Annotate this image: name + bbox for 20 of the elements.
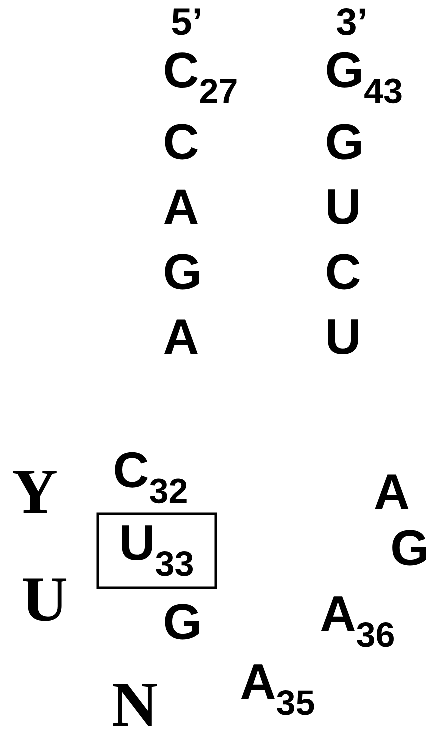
- nucleotide-label: G: [165, 254, 199, 290]
- nucleotide-label: C: [165, 124, 198, 160]
- boxed-nucleotide: U$_{33}$: [96, 512, 218, 590]
- nucleotide-label: A: [164, 320, 198, 354]
- symbol-label: N: [113, 684, 158, 726]
- nucleotide-label: C: [327, 254, 360, 290]
- nucleotide-label: G: [327, 124, 361, 160]
- strand-end-label: 3’: [337, 8, 366, 36]
- strand-end-label: 5’: [172, 8, 200, 36]
- symbol-label: U: [24, 578, 67, 622]
- nucleotide-label: G$_{43}$: [327, 52, 402, 104]
- nucleotide-label: A: [375, 474, 409, 510]
- nucleotide-label: G: [392, 530, 426, 566]
- symbol-label: Y: [13, 471, 57, 513]
- nucleotide-label: A: [164, 190, 198, 224]
- nucleotide-label: A$_{35}$: [241, 664, 314, 716]
- nucleotide-label: C$_{27}$: [165, 52, 237, 104]
- nucleotide-label: A$_{36}$: [321, 596, 394, 648]
- nucleotide-label: U: [328, 320, 358, 354]
- nucleotide-label: U: [328, 190, 358, 224]
